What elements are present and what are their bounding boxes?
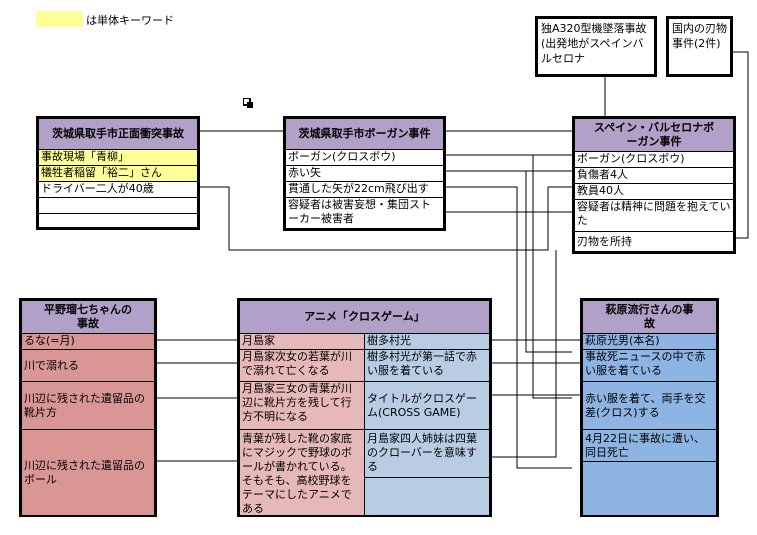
box-toride-bowgun: 茨城県取手市ボーガン事件 ボーガン(クロスボウ) 赤い矢 貫通した矢が22cm飛… [283,116,446,231]
box-row: 4月22日に事故に遭い、同日死亡 [583,430,716,462]
box-barcelona-bowgun: スペイン・バルセロナボーガン事件 ボーガン(クロスボウ) 負傷者4人 教員40人… [572,116,736,254]
cross-game-right-row [365,478,489,515]
box-title: 茨城県取手市正面衝突事故 [39,119,197,150]
box-row: 川辺に残された遺留品のボール [22,430,154,515]
box-cross-game: アニメ「クロスゲーム」 月島家 月島家次女の若葉が川で溺れて亡くなる 月島家三女… [237,298,492,517]
cross-game-left-row: 月島家次女の若葉が川で溺れて亡くなる [240,350,364,382]
legend-label: は単体キーワード [86,14,174,27]
box-row: 事故現場「青柳」 [39,150,197,166]
box-title: アニメ「クロスゲーム」 [240,301,489,334]
cross-game-left-row: 月島家三女の青葉が川辺に靴片方を残して行方不明になる [240,382,364,430]
box-row [39,214,197,228]
box-row: ボーガン(クロスボウ) [286,150,443,166]
box-row: 容疑者は精神に問題を抱えていた [575,200,733,232]
box-a320-crash: 独A320型機墜落事故(出発地がスペインバルセロナ [535,16,657,77]
cross-game-left-row: 月島家 [240,334,364,350]
cross-game-left-row: 青葉が残した靴の家底にマジックで野球のボールが書かれている。そもそも、高校野球を… [240,430,364,515]
box-title: 茨城県取手市ボーガン事件 [286,119,443,150]
box-title: 萩原流行さんの事故 [583,301,716,334]
box-text: 独A320型機墜落事故(出発地がスペインバルセロナ [541,22,647,65]
box-row: 貫通した矢が22cm飛び出す [286,182,443,198]
box-row: 容疑者は被害妄想・集団ストーカー被害者 [288,198,431,225]
box-title: スペイン・バルセロナボーガン事件 [575,119,733,152]
box-row: 赤い服を着て、両手を交差(クロス)する [583,382,716,430]
box-row: 刃物を所持 [577,235,632,248]
cross-game-right-row: 月島家四人姉妹は四葉のクローバーを意味する [365,430,489,478]
box-row: 萩原光男(本名) [583,334,716,350]
box-row: ボーガン(クロスボウ) [575,152,733,168]
box-row: 教員40人 [575,184,733,200]
box-toride-collision: 茨城県取手市正面衝突事故 事故現場「青柳」 犠牲者稲留「裕二」さん ドライバー二… [36,116,200,230]
box-hirano-runa: 平野瑠七ちゃんの事故 るな(=月) 川で溺れる 川辺に残された遺留品の靴片方 川… [19,298,157,517]
box-row: 赤い矢 [286,166,443,182]
cross-game-right-row: 樹多村光が第一話で赤い服を着ている [365,350,489,382]
box-row: ドライバー二人が40歳 [39,182,197,198]
box-row: 犠牲者稲留「裕二」さん [39,166,197,182]
box-text: 国内の刃物事件(2件) [672,22,727,50]
box-row: 負傷者4人 [575,168,733,184]
legend-swatch [36,11,83,27]
cross-game-right-row: タイトルがクロスゲーム(CROSS GAME) [365,382,489,430]
box-hagiwara: 萩原流行さんの事故 萩原光男(本名) 事故死ニュースの中で赤い服を着ている 赤い… [580,298,719,517]
box-domestic-blade: 国内の刃物事件(2件) [666,16,733,77]
connector-line [492,250,557,458]
box-row: 川で溺れる [22,350,154,382]
box-row [39,198,197,214]
box-row [583,462,716,515]
box-row: 事故死ニュースの中で赤い服を着ている [583,350,716,382]
box-title: 平野瑠七ちゃんの事故 [22,301,154,334]
anchor-icon [243,98,253,108]
cross-game-right-row: 樹多村光 [365,334,489,350]
box-row: 川辺に残された遺留品の靴片方 [22,382,154,430]
box-row: るな(=月) [22,334,154,350]
